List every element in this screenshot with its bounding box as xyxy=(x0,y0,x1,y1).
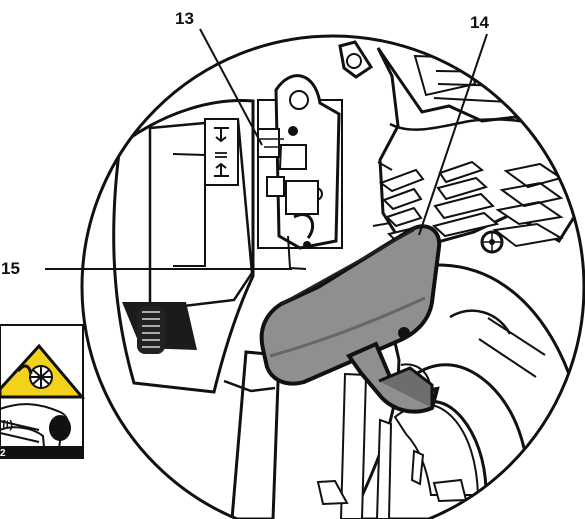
top-screw xyxy=(338,40,374,79)
starter-handle xyxy=(259,224,442,414)
callout-lines xyxy=(45,28,488,270)
rope xyxy=(223,379,276,393)
safety-card: ft) 2 xyxy=(0,324,86,459)
left-housing-edge xyxy=(172,153,206,267)
callout-13: 13 xyxy=(175,9,194,28)
inset-border xyxy=(80,34,585,519)
carburetor-assembly xyxy=(257,74,343,270)
safety-card-text: ft) xyxy=(2,419,13,431)
choke-symbol-plate xyxy=(204,118,239,186)
bolt-right xyxy=(480,230,504,254)
left-knob xyxy=(137,306,165,354)
callout-15: 15 xyxy=(1,259,20,278)
safety-card-number: 2 xyxy=(0,448,6,459)
callout-14: 14 xyxy=(470,13,489,32)
bottom-details xyxy=(316,449,468,506)
